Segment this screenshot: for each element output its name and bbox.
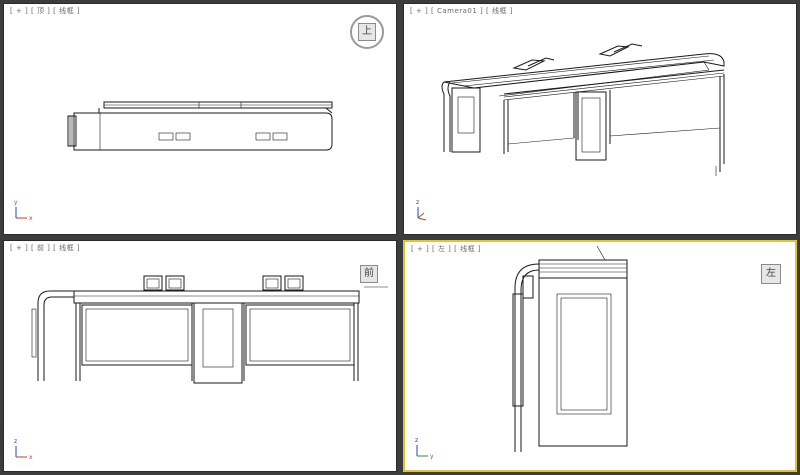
viewport-front[interactable]: [ + ] [ 前 ] [ 线框 ] 前 (3, 240, 397, 472)
bus-shelter-front-drawing (31, 275, 388, 384)
axis-label-x: x (29, 215, 33, 222)
axis-label-z: z (415, 437, 418, 444)
viewport-perspective[interactable]: [ + ] [ Camera01 ] [ 线框 ] (403, 3, 797, 235)
axis-tripod-perspective: z (416, 199, 427, 221)
viewport-label-perspective[interactable]: [ + ] [ Camera01 ] [ 线框 ] (410, 7, 513, 15)
axis-label-z: z (14, 438, 17, 445)
viewcube-top-face[interactable]: 上 (358, 23, 376, 41)
axis-label-z: z (416, 199, 419, 206)
viewcube-left[interactable]: 左 (757, 262, 785, 288)
bus-shelter-left-drawing (512, 245, 628, 452)
viewcube-front[interactable]: 前 (356, 263, 384, 285)
viewcube-top[interactable]: 上 (349, 14, 385, 50)
viewport-label-front[interactable]: [ + ] [ 前 ] [ 线框 ] (10, 244, 81, 252)
bus-shelter-perspective-drawing (441, 43, 725, 176)
axis-tripod-left: z y (415, 437, 434, 460)
axis-label-y: y (430, 453, 434, 460)
viewcube-ring-icon (350, 15, 384, 49)
axis-tripod-top: y x (14, 199, 33, 222)
axis-tripod-front: z x (14, 438, 33, 461)
viewport-left[interactable]: [ + ] [ 左 ] [ 线框 ] 左 z y (403, 240, 797, 472)
viewcube-left-face[interactable]: 左 (761, 264, 781, 284)
viewport-label-left[interactable]: [ + ] [ 左 ] [ 线框 ] (411, 245, 482, 253)
bus-shelter-top-drawing (67, 101, 333, 151)
viewport-label-top[interactable]: [ + ] [ 顶 ] [ 线框 ] (10, 7, 81, 15)
axis-label-x: x (29, 454, 33, 461)
axis-label-y: y (14, 199, 18, 206)
viewcube-front-face[interactable]: 前 (360, 265, 378, 283)
viewport-top[interactable]: [ + ] [ 顶 ] [ 线框 ] 上 y x (3, 3, 397, 235)
